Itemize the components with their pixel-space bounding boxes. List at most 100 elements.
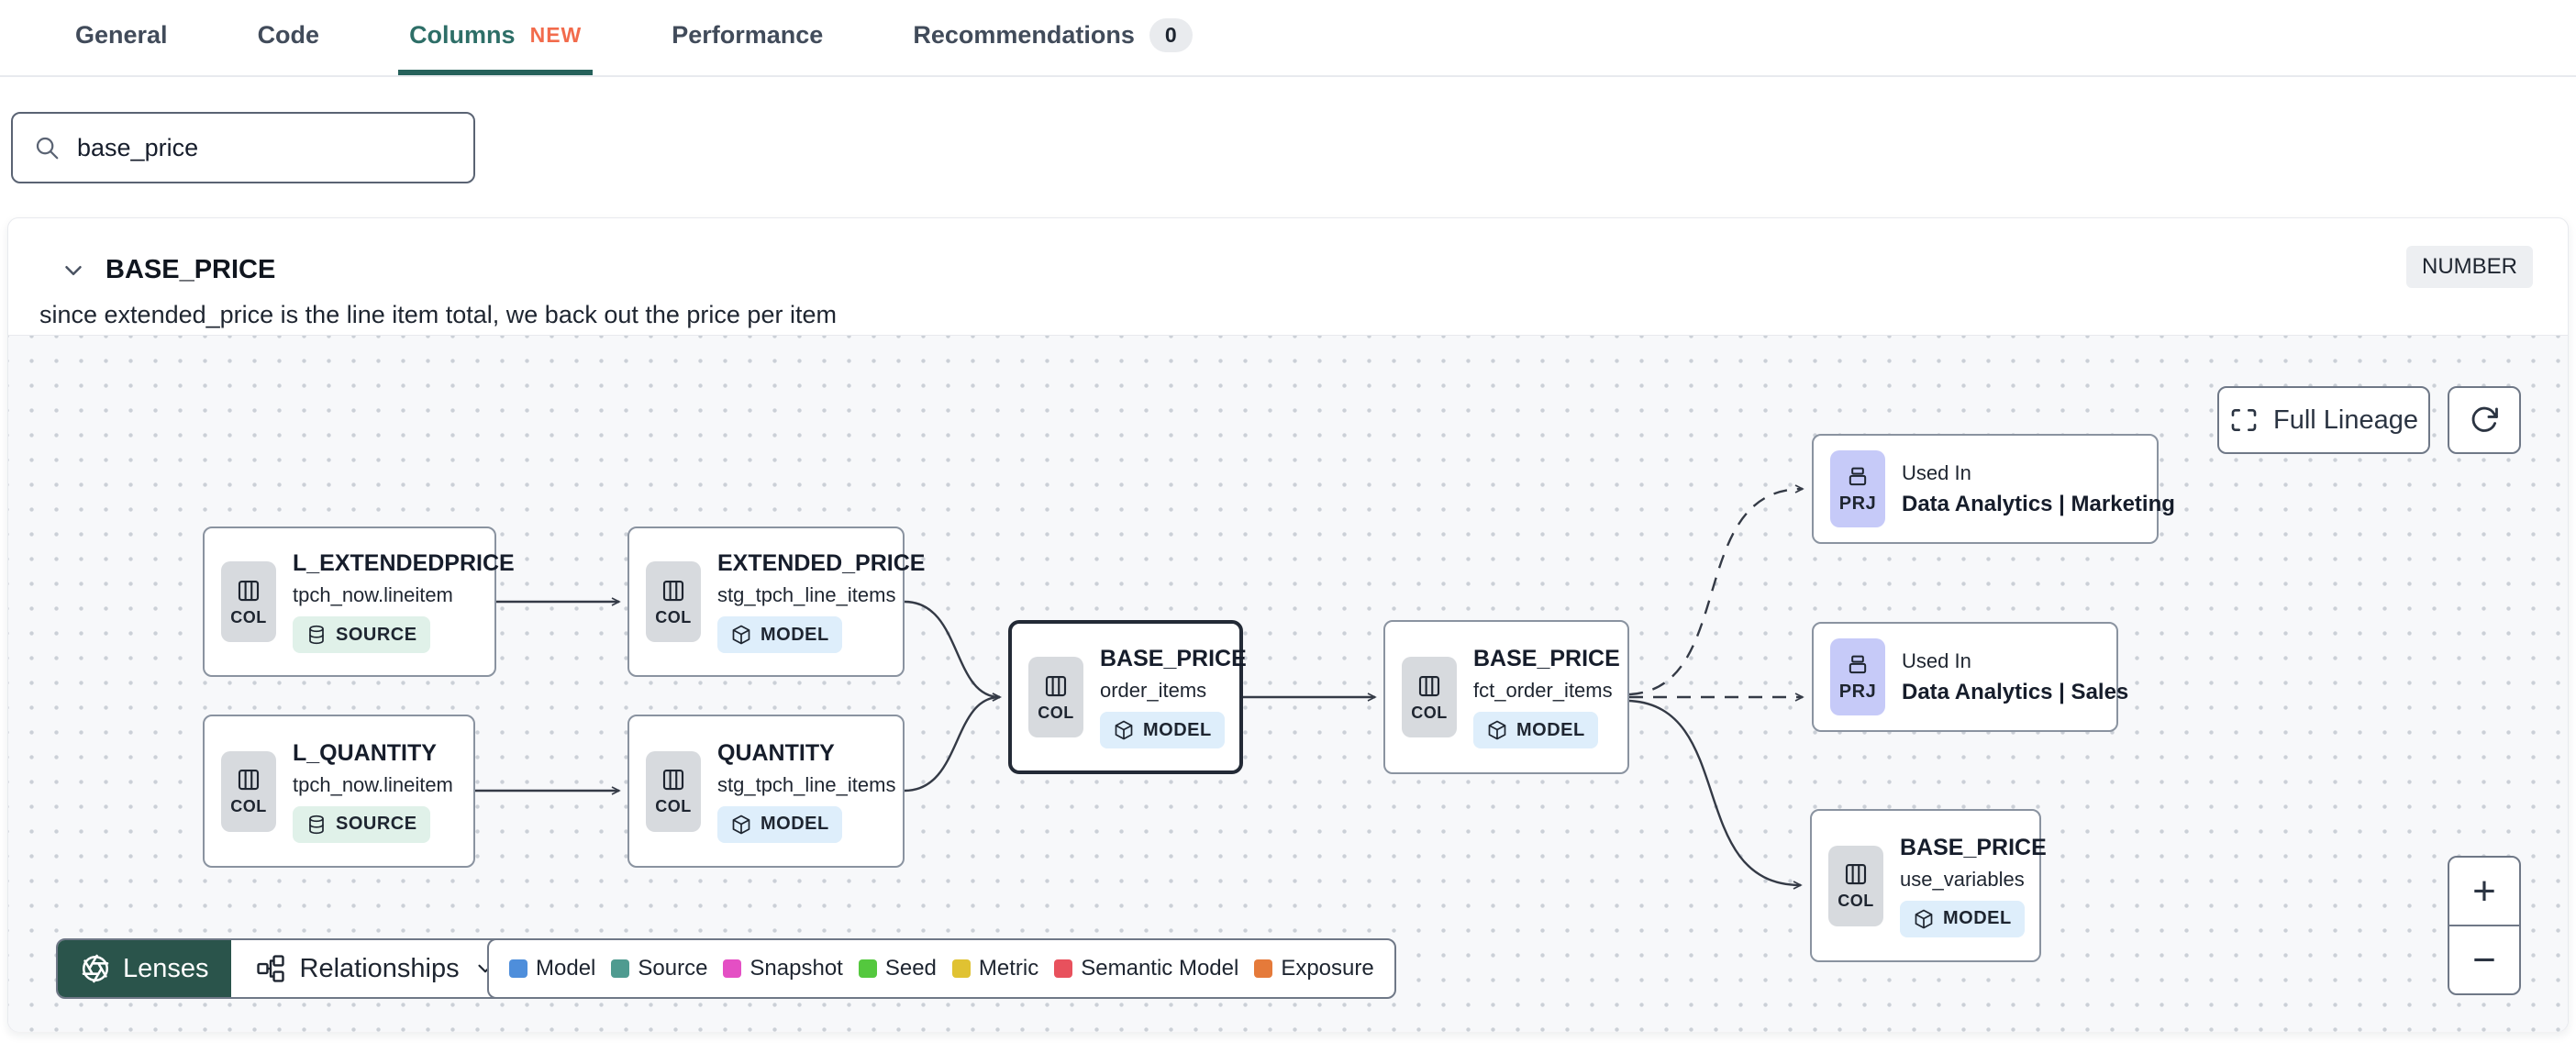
tab-label: Columns — [409, 20, 516, 49]
chip-label: COL — [655, 797, 692, 815]
legend-item-source: Source — [611, 956, 707, 981]
legend-label: Seed — [884, 956, 937, 981]
column-chip: COL — [1402, 657, 1457, 737]
lineage-node-used-in-sales[interactable]: PRJ Used In Data Analytics | Sales — [1812, 622, 2128, 732]
resource-badge: MODEL — [1900, 900, 2025, 937]
chip-label: COL — [1411, 703, 1448, 722]
legend-item-exposure: Exposure — [1254, 956, 1374, 981]
badge-label: SOURCE — [336, 624, 417, 645]
cube-icon — [1115, 720, 1133, 740]
node-title: BASE_PRICE — [1473, 646, 1620, 671]
node-subtitle: order_items — [1100, 679, 1207, 702]
lineage-node-base-price-use-variables[interactable]: COL BASE_PRICE use_variables MODEL — [1810, 809, 2047, 962]
badge-label: MODEL — [1943, 908, 2012, 928]
lineage-node-used-in-marketing[interactable]: PRJ Used In Data Analytics | Marketing — [1812, 434, 2175, 544]
lineage-node-l-extendedprice[interactable]: COL L_EXTENDEDPRICE tpch_now.lineitem SO… — [203, 526, 515, 677]
lineage-node-extended-price[interactable]: COL EXTENDED_PRICE stg_tpch_line_items M… — [627, 526, 926, 677]
relationships-icon — [256, 955, 284, 982]
resource-badge: MODEL — [1473, 712, 1598, 748]
tab-columns[interactable]: Columns NEW — [398, 0, 594, 75]
column-detail-panel: BASE_PRICE NUMBER since extended_price i… — [7, 217, 2569, 1032]
legend-swatch — [509, 959, 527, 978]
new-badge: NEW — [529, 22, 583, 47]
chip-label: COL — [230, 797, 267, 815]
lenses-button[interactable]: Lenses — [58, 940, 231, 997]
node-title: BASE_PRICE — [1100, 646, 1247, 671]
tab-general[interactable]: General — [64, 0, 179, 75]
column-chip: COL — [221, 561, 276, 642]
lineage-node-base-price-order-items[interactable]: COL BASE_PRICE order_items MODEL — [1008, 620, 1247, 774]
chip-label: COL — [1838, 892, 1874, 910]
zoom-out-button[interactable]: − — [2472, 937, 2496, 982]
legend-swatch — [723, 959, 742, 978]
lineage-node-quantity[interactable]: COL QUANTITY stg_tpch_line_items MODEL — [627, 715, 905, 868]
resource-badge: SOURCE — [293, 805, 430, 843]
lens-toolbar: Lenses Relationships — [56, 938, 523, 999]
columns-icon — [1845, 863, 1867, 885]
node-subtitle: stg_tpch_line_items — [717, 772, 896, 796]
legend-item-metric: Metric — [951, 956, 1039, 981]
zoom-controls: + − — [2448, 856, 2521, 995]
node-title: L_QUANTITY — [293, 739, 437, 766]
tab-code[interactable]: Code — [247, 0, 331, 75]
relationships-dropdown[interactable]: Relationships — [230, 940, 521, 997]
zoom-in-button[interactable]: + — [2449, 858, 2519, 926]
node-title: EXTENDED_PRICE — [717, 550, 926, 576]
column-description: since extended_price is the line item to… — [39, 301, 837, 328]
node-title: Data Analytics | Marketing — [1902, 491, 2175, 516]
legend-item-seed: Seed — [858, 956, 937, 981]
cube-icon — [732, 625, 750, 645]
chip-label: COL — [230, 607, 267, 626]
recommendations-count-badge: 0 — [1149, 17, 1193, 52]
tab-label: Performance — [672, 20, 824, 49]
search-input[interactable] — [77, 133, 453, 162]
node-subtitle: use_variables — [1900, 867, 2025, 891]
chip-label: COL — [655, 607, 692, 626]
legend-label: Snapshot — [749, 956, 843, 981]
tab-label: General — [75, 20, 168, 49]
resource-legend: Model Source Snapshot Seed Metric — [487, 938, 1396, 999]
refresh-button[interactable] — [2448, 386, 2521, 454]
badge-label: MODEL — [1143, 719, 1212, 740]
column-chip: COL — [221, 750, 276, 832]
full-lineage-button[interactable]: Full Lineage — [2217, 386, 2430, 454]
chip-label: PRJ — [1838, 681, 1877, 702]
columns-icon — [1418, 675, 1440, 696]
expand-icon — [2231, 409, 2257, 431]
cube-icon — [732, 815, 750, 834]
resource-badge: MODEL — [1100, 712, 1225, 748]
legend-item-semantic-model: Semantic Model — [1054, 956, 1238, 981]
lineage-canvas[interactable]: COL L_EXTENDEDPRICE tpch_now.lineitem SO… — [8, 335, 2568, 1032]
column-name: BASE_PRICE — [105, 255, 276, 284]
tab-recommendations[interactable]: Recommendations 0 — [902, 0, 1203, 75]
tab-label: Recommendations — [913, 20, 1135, 49]
tab-label: Code — [257, 20, 320, 49]
resource-badge: SOURCE — [293, 616, 430, 653]
column-chip: COL — [1828, 845, 1883, 926]
legend-label: Metric — [978, 956, 1039, 981]
chevron-down-icon[interactable] — [60, 257, 87, 284]
legend-item-model: Model — [509, 956, 595, 981]
search-icon — [36, 137, 59, 160]
column-chip: COL — [646, 561, 701, 642]
lineage-node-base-price-fct-order-items[interactable]: COL BASE_PRICE fct_order_items MODEL — [1383, 620, 1629, 774]
project-chip: PRJ — [1830, 450, 1885, 527]
node-title: QUANTITY — [717, 739, 835, 766]
legend-label: Model — [536, 956, 596, 981]
node-subtitle: stg_tpch_line_items — [717, 583, 896, 606]
tab-performance[interactable]: Performance — [661, 0, 834, 75]
legend-label: Source — [638, 956, 708, 981]
legend-label: Semantic Model — [1081, 956, 1239, 981]
lineage-node-l-quantity[interactable]: COL L_QUANTITY tpch_now.lineitem SOURCE — [203, 715, 475, 868]
lenses-label: Lenses — [123, 953, 209, 983]
column-type-badge: NUMBER — [2405, 246, 2533, 288]
node-subtitle: tpch_now.lineitem — [293, 583, 453, 606]
chip-label: PRJ — [1838, 493, 1877, 514]
resource-badge: MODEL — [717, 805, 842, 843]
column-search[interactable] — [11, 112, 475, 183]
database-icon — [309, 625, 324, 645]
relationships-label: Relationships — [299, 953, 460, 983]
node-subtitle: fct_order_items — [1473, 679, 1613, 702]
project-chip: PRJ — [1830, 638, 1885, 715]
columns-icon — [662, 580, 684, 601]
